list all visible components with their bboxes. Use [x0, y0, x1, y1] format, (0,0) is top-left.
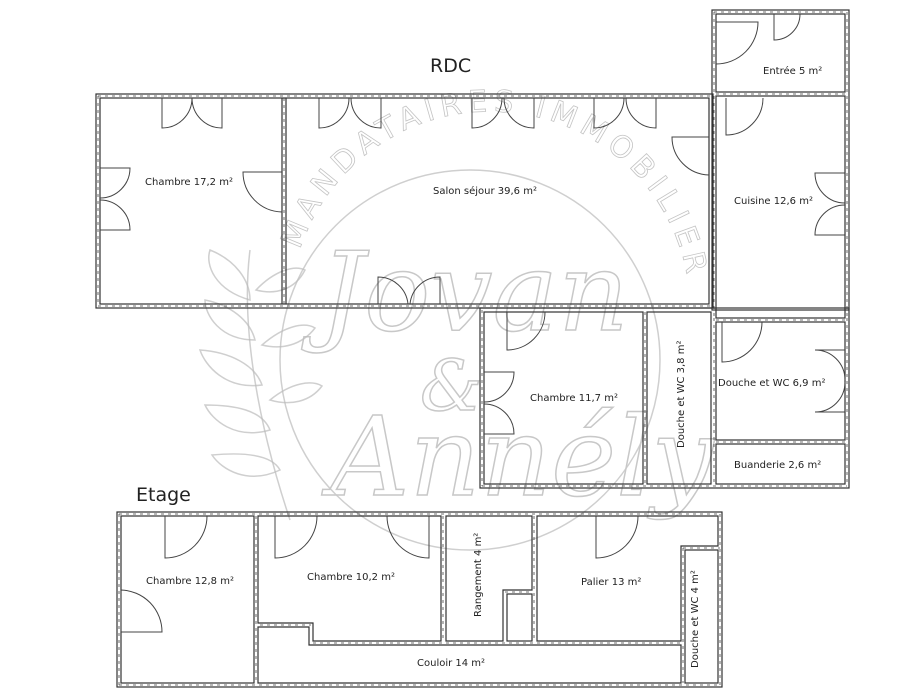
watermark: MANDATAIRES IMMOBILIER Jovan & Annély	[198, 84, 716, 551]
room-label: Entrée 5 m²	[763, 65, 822, 77]
walls-rdc-lower	[479, 307, 850, 489]
room-labels-rdc: Chambre 17,2 m² Salon séjour 39,6 m² Ent…	[145, 65, 825, 471]
room-labels-etage: Chambre 12,8 m² Chambre 10,2 m² Rangemen…	[146, 533, 701, 669]
floor-rdc: RDC	[95, 9, 850, 489]
watermark-script-1: Jovan	[301, 228, 629, 356]
watermark-script-2: &	[420, 345, 482, 427]
room-label: Chambre 12,8 m²	[146, 576, 234, 587]
room-label: Rangement 4 m²	[473, 533, 484, 617]
walls-rdc-main	[95, 93, 714, 309]
walls-rdc-right	[711, 9, 850, 319]
floor-etage: Etage	[116, 484, 723, 688]
doors-rdc	[99, 13, 846, 435]
room-label: Salon séjour 39,6 m²	[433, 185, 537, 197]
leaf-branch-icon	[246, 249, 291, 521]
room-label: Chambre 11,7 m²	[530, 393, 618, 404]
room-label: Douche et WC 4 m²	[690, 570, 701, 668]
floor-title-etage: Etage	[136, 484, 191, 506]
watermark-script-3: Annély	[321, 393, 715, 521]
room-label: Buanderie 2,6 m²	[734, 460, 821, 471]
room-label: Chambre 17,2 m²	[145, 177, 233, 188]
room-label: Chambre 10,2 m²	[307, 572, 395, 583]
room-label: Cuisine 12,6 m²	[734, 196, 813, 207]
room-label: Douche et WC 3,8 m²	[676, 341, 687, 448]
doors-etage	[120, 515, 639, 633]
floor-title-rdc: RDC	[430, 55, 471, 77]
room-label: Douche et WC 6,9 m²	[718, 378, 825, 389]
room-label: Couloir 14 m²	[417, 658, 485, 669]
room-label: Palier 13 m²	[581, 577, 641, 588]
walls-etage	[116, 511, 723, 688]
